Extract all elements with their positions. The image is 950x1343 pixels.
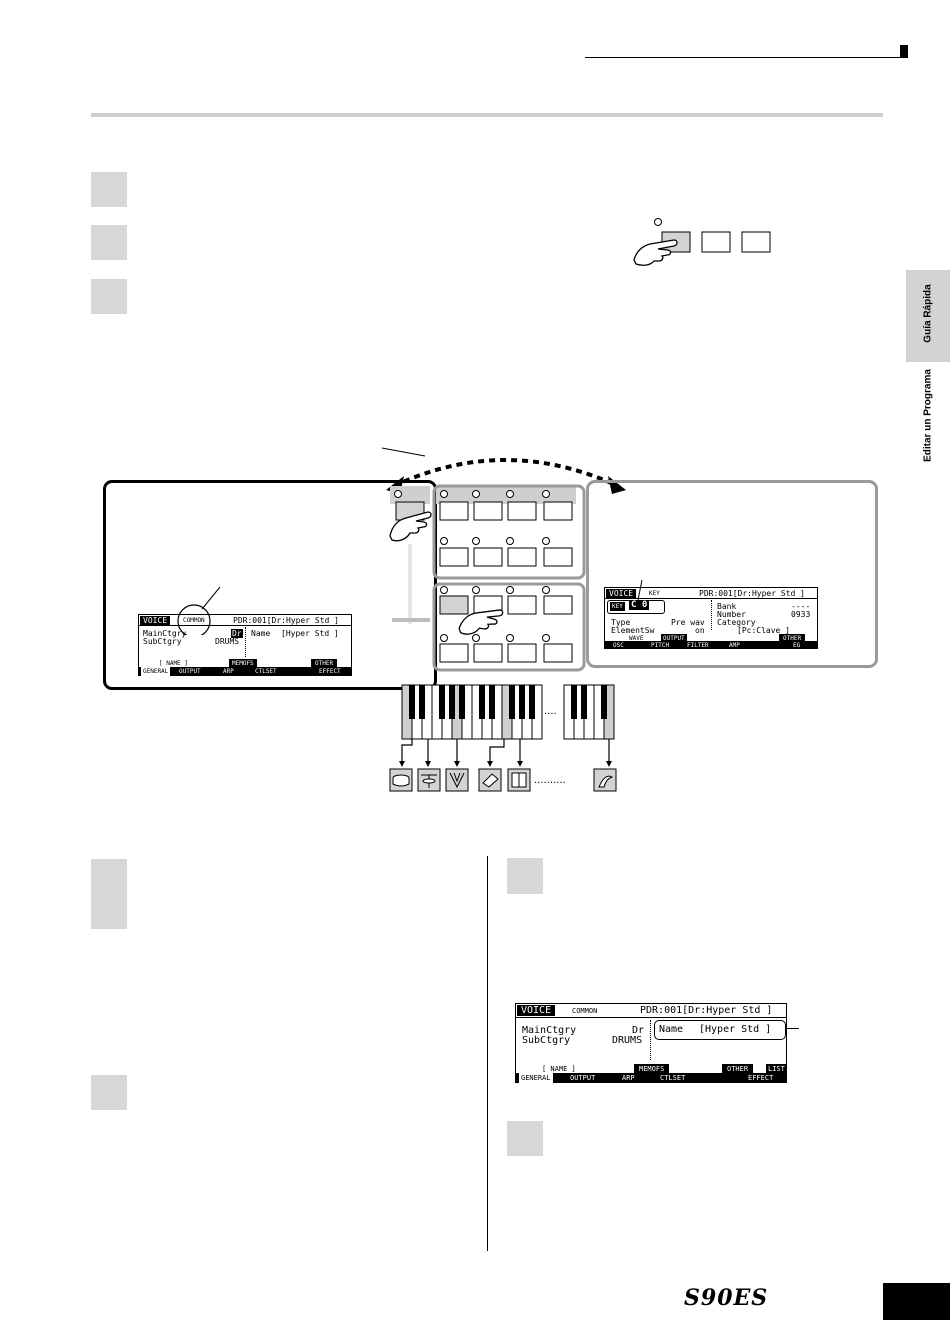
lcd-elem-label: ElementSw	[611, 626, 655, 635]
lcd-type-label: Type	[611, 618, 631, 627]
lcd-tab-ctlset: CTLSET	[255, 668, 277, 675]
lcd-tab-output: OUTPUT	[179, 668, 201, 675]
lcd-mode: VOICE	[140, 616, 171, 625]
sidebar-tab-section-label: Editar un Programa	[922, 369, 934, 462]
section-divider	[91, 113, 883, 117]
lcd-key-value: C 0	[629, 600, 650, 610]
key-callout	[637, 580, 643, 601]
step-box-2	[91, 225, 127, 260]
lcd-main-label: MainCtgry	[143, 629, 187, 638]
lcd-name-label: Name	[251, 629, 271, 638]
lcd-tab-pitch: PITCH	[651, 642, 670, 649]
lcd-bank-label: Bank	[717, 602, 737, 611]
lcd-number-label: Number	[717, 610, 746, 619]
lcd-soft-wave: WAVE	[629, 635, 644, 642]
lcd-tab-general: GENERAL	[141, 667, 171, 676]
lcd-soft-name: [ NAME ]	[159, 660, 188, 667]
lcd-large-sub-label: SubCtgry	[522, 1035, 571, 1046]
lcd-large-program: PDR:001[Dr:Hyper Std ]	[640, 1005, 773, 1016]
key-panel	[586, 480, 878, 668]
lcd-type-value: Pre wav	[671, 618, 705, 627]
lcd-key-page: KEY	[649, 590, 660, 597]
lcd-large-main-value: Dr	[632, 1025, 645, 1036]
lcd-soft-other: OTHER	[311, 659, 338, 668]
column-divider	[487, 856, 488, 1251]
step-box-4	[91, 859, 127, 929]
lcd-tab-eg: EG	[793, 642, 801, 649]
lcd-key-label: KEY	[610, 602, 625, 611]
header-rule	[585, 57, 900, 58]
lcd-main-value: Dr	[231, 629, 243, 638]
lcd-large-main-label: MainCtgry	[522, 1025, 577, 1036]
sidebar-tab-active[interactable]: Guía Rápida	[906, 270, 950, 362]
lcd-tab-osc: OSC	[613, 642, 624, 649]
lcd-tab-effect: EFFECT	[319, 668, 341, 675]
header-marker	[900, 45, 908, 58]
lcd-tab-filter: FILTER	[687, 642, 709, 649]
lcd-large-soft-list: LIST	[766, 1064, 787, 1075]
lcd-tab-amp: AMP	[729, 642, 740, 649]
step-box-1	[91, 172, 127, 207]
lcd-large-tab-ctlset: CTLSET	[660, 1074, 686, 1082]
lcd-category-label: Category	[717, 618, 756, 627]
step-box-3	[91, 279, 127, 314]
lcd-large-name-value: [Hyper Std ]	[699, 1024, 772, 1035]
lcd-large-soft-name: [ NAME ]	[542, 1065, 576, 1073]
lcd-large-name-label: Name	[659, 1024, 684, 1035]
page-number-tab	[883, 1283, 950, 1320]
sidebar-tab-label: Guía Rápida	[922, 284, 934, 343]
lcd-page: COMMON	[183, 617, 205, 624]
name-field-highlight[interactable]: Name [Hyper Std ]	[654, 1020, 786, 1040]
keyboard-drum-map: ···· ··········	[389, 684, 617, 792]
lcd-large-soft-memo: MEMOFS	[634, 1064, 670, 1075]
lcd-common-large: VOICE COMMON PDR:001[Dr:Hyper Std ] Main…	[515, 1003, 787, 1084]
name-callout-line	[785, 1028, 799, 1029]
lcd-large-tab-general: GENERAL	[519, 1073, 553, 1084]
lcd-soft-output: OUTPUT	[661, 634, 687, 643]
common-callout	[177, 586, 221, 635]
lcd-sub-value: DRUMS	[215, 637, 240, 646]
lcd-category-value: [Pc:Clave ]	[737, 626, 790, 635]
number-button-grid	[389, 484, 586, 672]
lcd-key-small: VOICE KEY PDR:001[Dr:Hyper Std ] KEY C 0…	[604, 587, 818, 649]
lcd-sub-label: SubCtgry	[143, 637, 182, 646]
lcd-large-tab-arp: ARP	[622, 1074, 635, 1082]
lcd-large-soft-other: OTHER	[722, 1064, 754, 1075]
lcd-large-page: COMMON	[572, 1007, 598, 1015]
lcd-bank-value: ----	[791, 602, 811, 611]
lcd-large-sub-value: DRUMS	[612, 1035, 643, 1046]
svg-text:··········: ··········	[534, 778, 566, 789]
lcd-large-tab-output: OUTPUT	[570, 1074, 596, 1082]
svg-text:····: ····	[544, 709, 557, 720]
lcd-common-small: VOICE COMMON PDR:001[Dr:Hyper Std ] Main…	[138, 614, 352, 676]
sidebar-tab-section[interactable]: Editar un Programa	[906, 362, 950, 472]
step-box-5	[91, 1075, 127, 1110]
lcd-name-value: [Hyper Std ]	[281, 629, 339, 638]
product-logo: S90ES	[684, 1285, 769, 1311]
lcd-soft-memo: MEMOFS	[229, 659, 257, 668]
mode-buttons-illustration	[633, 218, 771, 266]
step-box-6	[507, 858, 543, 894]
lcd-large-mode: VOICE	[517, 1005, 556, 1016]
lcd-large-tab-effect: EFFECT	[748, 1074, 774, 1082]
lcd-program: PDR:001[Dr:Hyper Std ]	[233, 616, 339, 625]
lcd-tab-arp: ARP	[223, 668, 234, 675]
lcd-elem-value: on	[695, 626, 705, 635]
lcd-soft-other: OTHER	[779, 634, 806, 643]
lcd-key-program: PDR:001[Dr:Hyper Std ]	[699, 589, 805, 598]
lcd-key-mode: VOICE	[606, 589, 637, 598]
lcd-number-value: 0933	[791, 610, 811, 619]
step-box-7	[507, 1121, 543, 1156]
